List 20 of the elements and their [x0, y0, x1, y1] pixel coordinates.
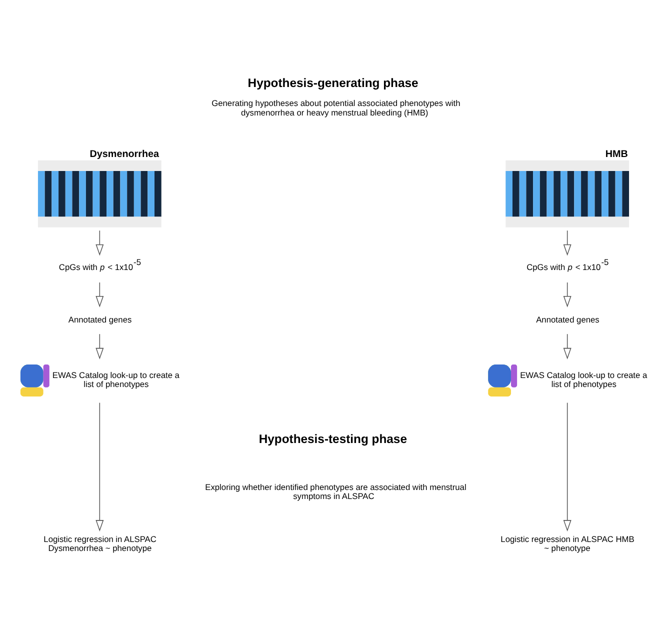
label: Exploring whether identified phenotypes are associated with menstrual symptoms in ALSPAC	[205, 482, 466, 502]
node-text: Logistic regression in ALSPAC HMB ~ phenotype	[500, 534, 634, 553]
arrow	[563, 282, 572, 308]
diagram-title: Hypothesis-generating phase	[248, 76, 418, 90]
arrow	[96, 402, 104, 532]
arrow	[96, 230, 104, 256]
arrow	[96, 334, 104, 360]
node-text: Annotated genes	[68, 314, 132, 324]
node-label: EWAS Catalog look-up to create a list of phenotypes	[52, 370, 180, 390]
node-text: Annotated genes	[536, 314, 600, 324]
arrow	[96, 282, 104, 308]
node-label: Dysmenorrhea	[90, 148, 160, 160]
arrow	[563, 230, 572, 256]
arrow	[563, 334, 572, 360]
arrow	[563, 402, 572, 532]
node-label: HMB	[605, 148, 628, 160]
node-label: EWAS Catalog look-up to create a list of phenotypes	[520, 370, 648, 390]
label: Generating hypotheses about potential associated phenotypes with dysmenorrhea or heavy menstrual bleeding (HMB)	[212, 98, 460, 118]
label: Hypothesis-testing phase	[258, 432, 407, 446]
node-text: Logistic regression in ALSPAC Dysmenorrhea ~ phenotype	[44, 534, 156, 553]
